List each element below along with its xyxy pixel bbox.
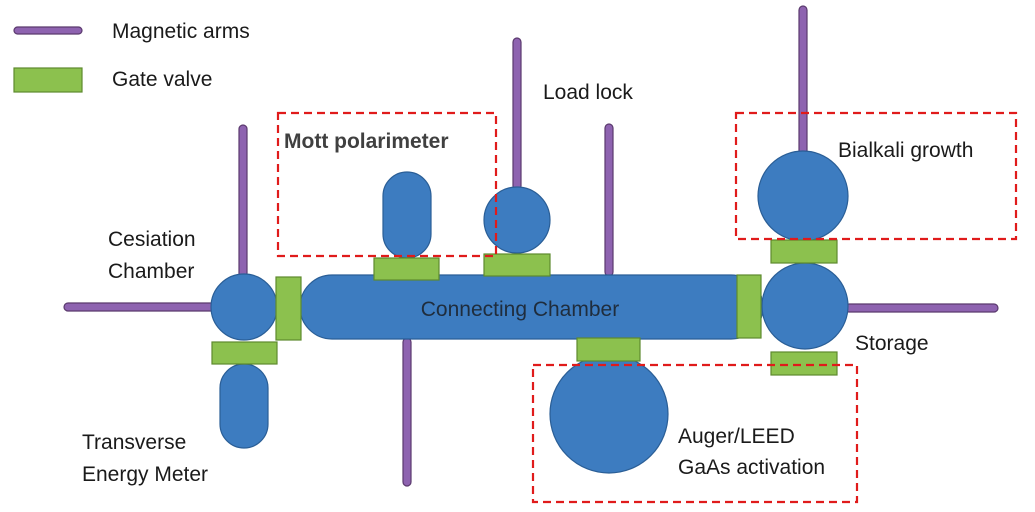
cesiation-left-arm <box>63 302 219 312</box>
mott-highlight-box <box>276 111 498 258</box>
transverse-energy-meter-chamber <box>219 363 269 449</box>
load-lock-label: Load lock <box>543 81 633 104</box>
cesiation-chamber <box>210 273 278 341</box>
legend-magnetic-arm-swatch <box>13 26 83 35</box>
legend-magnetic-arms-label: Magnetic arms <box>112 20 250 43</box>
load-lock-chamber <box>483 186 551 254</box>
gate-valve-cesiation-tem <box>211 341 278 365</box>
bialkali-growth-label: Bialkali growth <box>838 139 973 162</box>
legend-gate-valve-label: Gate valve <box>112 68 212 91</box>
cesiation-top-arm <box>238 124 248 286</box>
gate-valve-connecting-storage <box>736 274 762 339</box>
mott-polarimeter-chamber <box>382 171 432 259</box>
cesiation-label-line2: Chamber <box>108 260 194 283</box>
legend: Magnetic arms Gate valve <box>13 20 250 93</box>
bialkali-highlight-box <box>734 111 1018 241</box>
tem-label-line2: Energy Meter <box>82 463 208 486</box>
legend-gate-valve-swatch <box>13 67 83 93</box>
cesiation-label-line1: Cesiation <box>108 228 196 251</box>
connecting-chamber-label: Connecting Chamber <box>421 298 619 321</box>
auger-label-line2: GaAs activation <box>678 456 825 479</box>
gate-valve-cesiation-connecting <box>275 276 302 341</box>
gate-valve-storage-bottom <box>770 351 838 376</box>
gate-valve-bialkali-storage <box>770 239 838 264</box>
gate-valve-load-lock <box>483 253 551 277</box>
bialkali-growth-chamber <box>757 150 849 242</box>
connecting-top-arm <box>604 123 614 277</box>
tem-label-line1: Transverse <box>82 431 186 454</box>
auger-highlight-box <box>531 363 859 504</box>
highlight-boxes <box>276 111 1018 504</box>
bialkali-arm <box>798 5 808 157</box>
auger-leed-chamber <box>549 354 669 474</box>
connecting-bottom-arm <box>402 337 412 487</box>
storage-label: Storage <box>855 332 929 355</box>
storage-right-arm <box>844 303 999 313</box>
load-lock-arm <box>512 37 522 191</box>
labels: Load lock Mott polarimeter Bialkali grow… <box>82 81 973 486</box>
gate-valves <box>211 239 838 376</box>
gate-valve-mott <box>373 257 440 281</box>
gate-valve-auger <box>576 337 641 362</box>
auger-label-line1: Auger/LEED <box>678 425 795 448</box>
mott-polarimeter-label: Mott polarimeter <box>284 130 449 153</box>
storage-chamber <box>761 262 849 350</box>
